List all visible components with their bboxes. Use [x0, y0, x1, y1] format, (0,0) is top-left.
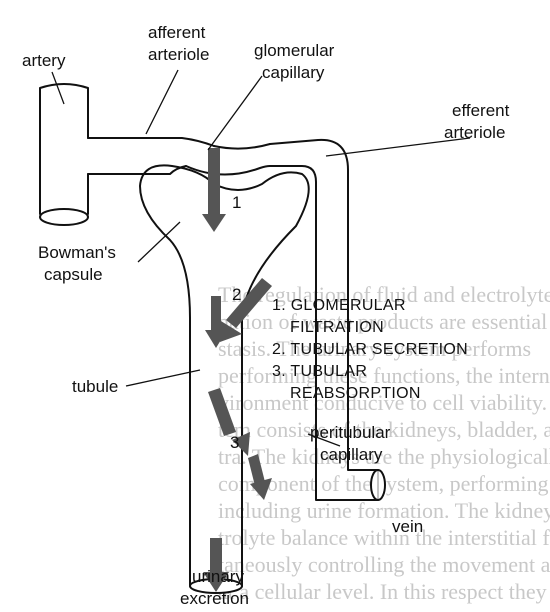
tubule-flow-arrow [211, 296, 221, 332]
marker-3: 3 [230, 433, 239, 452]
background-text-line: including urine formation. The kidneys r… [218, 498, 550, 523]
afferent-arteriole-label: arteriole [148, 45, 209, 64]
urinary-excretion-label: excretion [180, 589, 249, 608]
artery-opening [40, 209, 88, 225]
afferent-arteriole-label: afferent [148, 23, 206, 42]
glomerular-capillary-label: capillary [262, 63, 325, 82]
step-1-subtitle: FILTRATION [290, 319, 384, 336]
efferent-arteriole-label: efferent [452, 101, 510, 120]
afferent-leader [146, 70, 178, 134]
step-3-title: 3. TUBULAR [272, 363, 367, 380]
peritubular-capillary-label: capillary [320, 445, 383, 464]
step-1-title: 1. GLOMERULAR [272, 297, 406, 314]
bowmans-capsule-label: Bowman's [38, 243, 116, 262]
glomerular-capillary-label: glomerular [254, 41, 335, 60]
tubule-leader [126, 370, 200, 386]
vein-label: vein [392, 517, 423, 536]
marker-2: 2 [232, 285, 241, 304]
peritubular-capillary-label: peritubular [310, 423, 391, 442]
filtration-arrow-head [202, 214, 226, 232]
marker-1: 1 [232, 193, 241, 212]
tubule-label: tubule [72, 377, 118, 396]
glomerular-capillary-vessel [186, 144, 270, 175]
efferent-arteriole-label: arteriole [444, 123, 505, 142]
background-text: The regulation of fluid and electrolyte … [218, 282, 550, 604]
urinary-excretion-label: urinary [192, 567, 244, 586]
background-text-line: tra. The kidneys are the physiologically [218, 444, 550, 469]
background-text-line: taneously controlling the movement and l… [218, 552, 550, 577]
background-text-line: trolyte balance within the interstitial … [218, 525, 550, 550]
glomerular-leader [208, 76, 262, 150]
bowmans-capsule-label: capsule [44, 265, 103, 284]
background-text-line: at a cellular level. In this respect the… [218, 579, 550, 604]
artery-label: artery [22, 51, 66, 70]
step-3-subtitle: REABSORPTION [290, 385, 421, 402]
artery-leader [52, 72, 64, 104]
step-2-title: 2. TUBULAR SECRETION [272, 341, 468, 358]
filtration-arrow [208, 148, 220, 218]
